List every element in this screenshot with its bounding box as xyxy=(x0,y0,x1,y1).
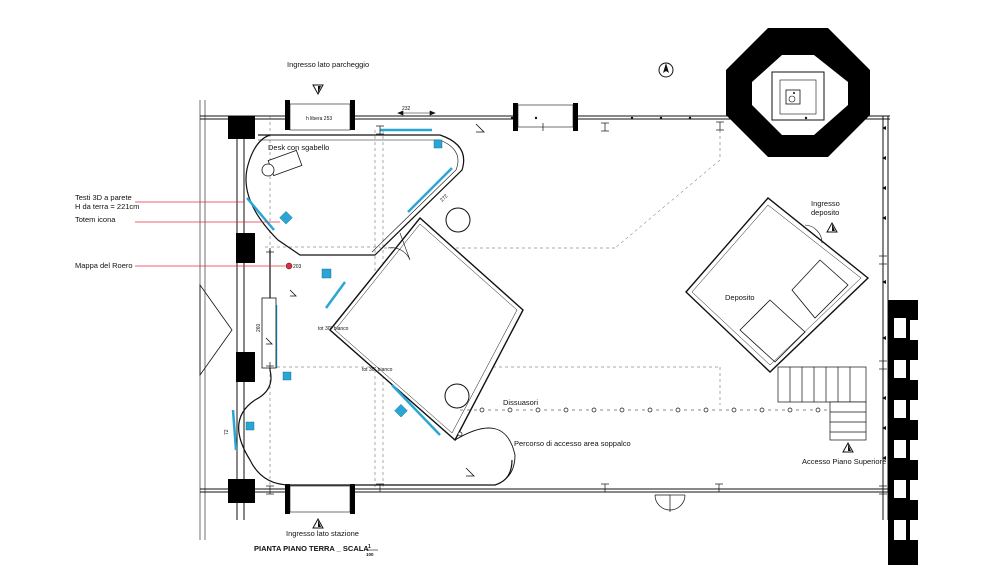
column-circle-bottom xyxy=(444,383,470,409)
route-arrows xyxy=(265,123,485,477)
right-wall-arrows xyxy=(882,126,886,460)
label-ingresso-deposito-2: deposito xyxy=(811,208,839,217)
label-totem: Totem icona xyxy=(75,215,116,224)
wall-markers xyxy=(266,121,887,495)
label-testi3d-line2: H da terra = 221cm xyxy=(75,202,139,211)
label-ingresso-deposito-1: Ingresso xyxy=(811,199,840,208)
label-accesso-piano: Accesso Piano Superiore xyxy=(802,457,886,466)
left-triangle xyxy=(199,283,233,377)
dissuasori-line xyxy=(457,407,828,437)
cyan-wall-text xyxy=(231,128,453,451)
access-path-arc xyxy=(454,427,516,486)
door-top-label: h libera 253 xyxy=(306,116,332,122)
dim-272-label: 272 xyxy=(439,193,449,203)
totem-a-label: tot 30" bianco xyxy=(318,326,349,332)
deposito-room xyxy=(685,197,870,373)
dim-260-label: 260 xyxy=(256,323,262,332)
column-circle-top xyxy=(445,207,471,233)
label-testi3d-line1: Testi 3D a parete xyxy=(75,193,132,202)
dim-232-label: 232 xyxy=(402,106,411,112)
totem-b-label: tot 30" bianco xyxy=(362,367,393,373)
entrance-triangle-icon xyxy=(312,84,854,529)
top-wall-dots xyxy=(510,116,808,120)
title-text: PIANTA PIANO TERRA _ SCALA xyxy=(254,544,369,553)
plan-title: PIANTA PIANO TERRA _ SCALA 1 100 xyxy=(254,544,378,557)
central-room xyxy=(329,216,524,442)
label-deposito: Deposito xyxy=(725,293,755,302)
label-mappa: Mappa del Roero xyxy=(75,261,133,270)
label-dissuasori: Dissuasori xyxy=(503,398,538,407)
wheelchair-icon xyxy=(785,89,801,105)
pillars xyxy=(228,100,578,514)
bottom-double-door xyxy=(654,494,686,512)
bench xyxy=(261,297,277,369)
label-percorso: Percorso di accesso area soppalco xyxy=(514,439,631,448)
scale-numerator: 1 xyxy=(368,544,371,550)
label-ingresso-stazione: Ingresso lato stazione xyxy=(286,529,359,538)
mappa-marker xyxy=(285,262,293,270)
north-arrow-icon xyxy=(658,62,674,78)
right-facade xyxy=(888,300,918,565)
label-desk: Desk con sgabello xyxy=(268,143,329,152)
leader-lines xyxy=(135,201,285,267)
staircase xyxy=(777,366,867,441)
desk xyxy=(261,149,303,177)
dim-203-label: 203 xyxy=(293,264,302,270)
door-openings xyxy=(289,103,574,513)
dim-72-label: 72 xyxy=(224,429,230,435)
scale-denominator: 100 xyxy=(366,552,374,557)
label-ingresso-parcheggio: Ingresso lato parcheggio xyxy=(287,60,369,69)
cyan-markers xyxy=(245,139,443,431)
dimension-232 xyxy=(397,110,436,116)
